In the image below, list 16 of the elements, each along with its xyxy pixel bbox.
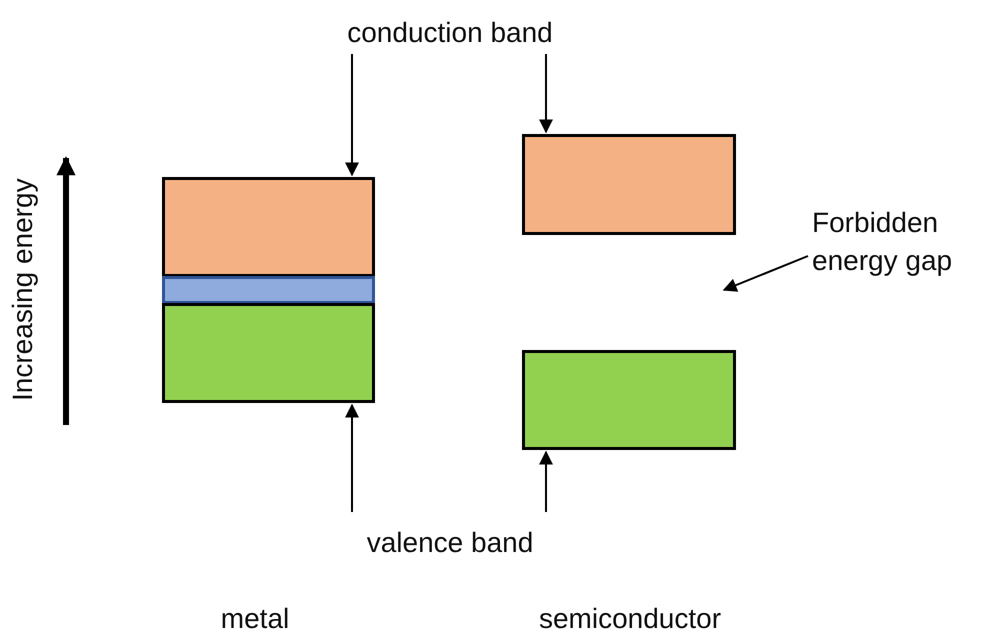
valence-band-block <box>522 350 736 450</box>
conduction-band-block <box>522 134 736 235</box>
leader-arrow <box>722 255 808 292</box>
leader-arrow <box>539 54 553 134</box>
leader-arrow <box>345 404 359 512</box>
material-label: semiconductor <box>538 602 722 633</box>
axis-label: Increasing energy <box>6 178 39 404</box>
band-label: valence band <box>350 524 550 562</box>
leader-arrow <box>345 54 359 176</box>
band-label: conduction band <box>322 14 578 52</box>
valence-band-block <box>162 303 375 403</box>
leader-arrow <box>539 450 553 512</box>
conduction-band-block <box>162 177 375 277</box>
material-label: metal <box>220 602 290 633</box>
overlap-band-block <box>162 276 375 304</box>
band-gap-label: Forbidden energy gap <box>812 204 982 280</box>
